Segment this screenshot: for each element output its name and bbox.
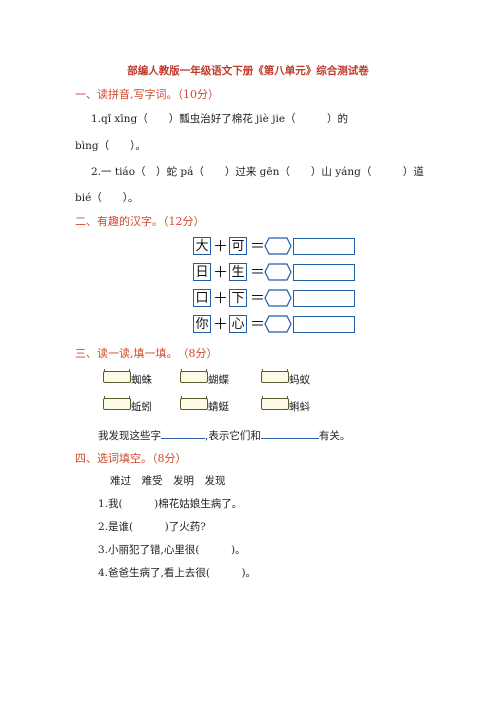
equals-sign: ＝ — [250, 315, 266, 333]
equals-sign: ＝ — [250, 237, 266, 255]
radical-answer-tag[interactable] — [180, 369, 208, 383]
plus-sign: ＋ — [213, 289, 229, 307]
section-4-heading: 四、选词填空。（8分） — [75, 452, 187, 465]
s4-question-1: 1.我( )棉花姑娘生病了。 — [98, 498, 243, 510]
word-item: 蜻蜓 — [208, 401, 229, 413]
word-answer-box[interactable] — [293, 238, 355, 255]
word-item: 蚂蚁 — [289, 374, 310, 386]
s1-line-2: bìng（ ）。 — [75, 140, 146, 152]
word-answer-box[interactable] — [293, 316, 355, 333]
word-answer-box[interactable] — [293, 290, 355, 307]
equals-sign: ＝ — [250, 263, 266, 281]
word-options: 难过 难受 发明 发现 — [110, 475, 226, 487]
plus-sign: ＋ — [213, 237, 229, 255]
hexagon-answer-box[interactable] — [264, 263, 292, 281]
char-box-b: 下 — [229, 289, 247, 307]
hexagon-answer-box[interactable] — [264, 237, 292, 255]
s4-question-4: 4.爸爸生病了,看上去很( )。 — [98, 567, 257, 579]
fill-blank[interactable] — [260, 427, 319, 439]
s4-question-3: 3.小丽犯了错,心里很( )。 — [98, 544, 246, 556]
radical-answer-tag[interactable] — [103, 369, 131, 383]
word-item: 蝌蚪 — [289, 401, 310, 413]
s1-line-3: 2.一 tiáo（ ）蛇 pá（ ）过来 gēn（ ）山 yáng（ ）道 — [91, 166, 424, 178]
word-item: 蜘蛛 — [131, 374, 152, 386]
s1-line-4: bié（ ）。 — [75, 192, 139, 204]
section-3-heading: 三、读一读,填一填。 （8分） — [75, 347, 218, 360]
word-answer-box[interactable] — [293, 264, 355, 281]
hexagon-answer-box[interactable] — [264, 289, 292, 307]
s3-sentence: 我发现这些字 ,表示它们和 有关。 — [98, 427, 350, 443]
s1-line-1: 1.qǐ xīng（ ）瓢虫治好了棉花 jiè jie（ ）的 — [91, 113, 349, 125]
sentence-part-a: 我发现这些字 — [98, 430, 161, 442]
sentence-part-c: 有关。 — [318, 430, 351, 442]
page-title: 部编人教版一年级语文下册《第八单元》综合测试卷 — [127, 65, 369, 77]
radical-answer-tag[interactable] — [261, 369, 289, 383]
char-box-b: 可 — [229, 237, 247, 255]
word-item: 蝴蝶 — [208, 374, 229, 386]
radical-answer-tag[interactable] — [180, 396, 208, 410]
radical-answer-tag[interactable] — [103, 396, 131, 410]
char-box-b: 生 — [229, 263, 247, 281]
word-item: 蚯蚓 — [131, 401, 152, 413]
fill-blank[interactable] — [161, 427, 205, 439]
plus-sign: ＋ — [213, 263, 229, 281]
char-box-b: 心 — [229, 315, 247, 333]
char-box-a: 口 — [193, 289, 211, 307]
s4-question-2: 2.是谁( )了火药? — [98, 521, 206, 533]
radical-answer-tag[interactable] — [261, 396, 289, 410]
char-box-a: 你 — [193, 315, 211, 333]
equals-sign: ＝ — [250, 289, 266, 307]
hexagon-answer-box[interactable] — [264, 315, 292, 333]
char-box-a: 日 — [193, 263, 211, 281]
char-box-a: 大 — [193, 237, 211, 255]
section-2-heading: 二、有趣的汉字。（12分） — [75, 215, 205, 228]
plus-sign: ＋ — [213, 315, 229, 333]
sentence-part-b: ,表示它们和 — [205, 430, 261, 442]
section-1-heading: 一、读拼音,写字词。（10分） — [75, 88, 219, 101]
